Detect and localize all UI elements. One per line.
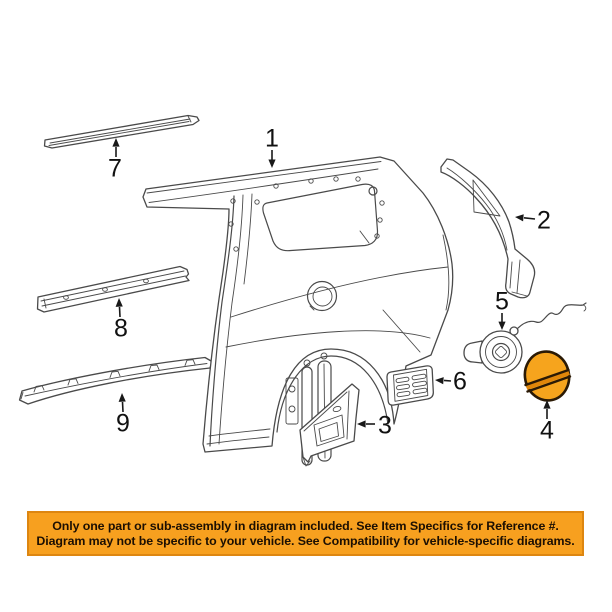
part-3-extension-panel-drawing <box>299 383 360 467</box>
part-label-1: 1 <box>265 124 279 153</box>
arrow-part-3 <box>357 420 375 428</box>
part-label-8: 8 <box>114 314 128 343</box>
part-label-6: 6 <box>453 367 467 396</box>
arrow-part-1 <box>268 150 276 168</box>
part-label-9: 9 <box>116 409 130 438</box>
disclaimer-line-2: Diagram may not be specific to your vehi… <box>36 533 575 548</box>
disclaimer-banner: Only one part or sub-assembly in diagram… <box>27 511 584 556</box>
part-9-side-molding-drawing <box>18 356 213 405</box>
part-4-fuel-door-highlighted <box>523 350 572 402</box>
part-7-roof-molding-drawing <box>43 114 200 149</box>
arrow-part-9 <box>118 393 126 413</box>
part-label-3: 3 <box>378 411 392 440</box>
part-8-belt-molding-drawing <box>36 265 190 313</box>
arrow-part-5 <box>498 313 506 330</box>
arrow-part-8 <box>115 298 123 318</box>
leader-arrows <box>112 138 551 428</box>
arrow-part-7 <box>112 138 120 157</box>
part-5-fuel-filler-housing-drawing <box>463 302 587 374</box>
arrow-part-6 <box>435 377 452 385</box>
part-2-pillar-reinforcement-drawing <box>440 158 536 299</box>
part-1-quarter-panel-drawing <box>142 156 454 466</box>
part-label-2: 2 <box>537 206 551 235</box>
part-label-5: 5 <box>495 287 509 316</box>
part-6-vent-grille-drawing <box>386 365 434 406</box>
part-label-7: 7 <box>108 154 122 183</box>
disclaimer-line-1: Only one part or sub-assembly in diagram… <box>52 518 559 533</box>
part-label-4: 4 <box>540 416 554 445</box>
arrow-part-4 <box>543 400 551 419</box>
arrow-part-2 <box>515 214 536 222</box>
